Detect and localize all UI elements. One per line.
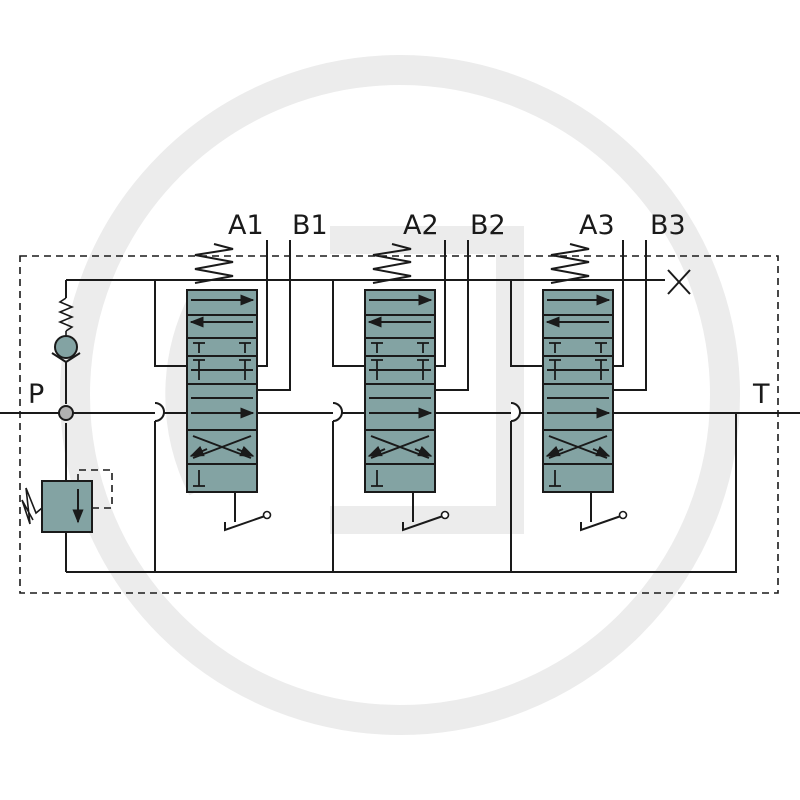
spool-valve-body [364,289,436,493]
port-label-b3: B3 [650,210,686,241]
port-label-b2: B2 [470,210,506,241]
relief-valve [21,469,113,533]
lever-icon [224,510,272,532]
valve-block-enclosure [19,255,779,594]
valve-sections [154,240,647,572]
valve-section-2 [332,240,469,572]
lever-icon [402,510,450,532]
spool-valve-body [542,289,614,493]
port-label-p: P [28,379,44,410]
tank-return-line [66,413,737,573]
spring-icon [21,487,43,525]
port-label-a3: A3 [579,210,615,241]
port-label-b1: B1 [292,210,328,241]
spring-icon [372,243,412,284]
port-label-t: T [752,379,770,410]
spring-icon [550,243,590,284]
spring-icon [194,243,234,284]
port-label-a2: A2 [403,210,439,241]
relief-valve-icon [41,480,93,533]
pressure-junction [58,405,74,421]
plug-icon [667,269,691,295]
valve-section-3 [510,240,647,572]
lever-icon [580,510,628,532]
spool-valve-body [186,289,258,493]
check-valve [51,297,81,364]
port-label-a1: A1 [228,210,264,241]
valve-section-1 [154,240,291,572]
spring-icon [57,297,75,332]
check-valve-icon [54,335,78,359]
